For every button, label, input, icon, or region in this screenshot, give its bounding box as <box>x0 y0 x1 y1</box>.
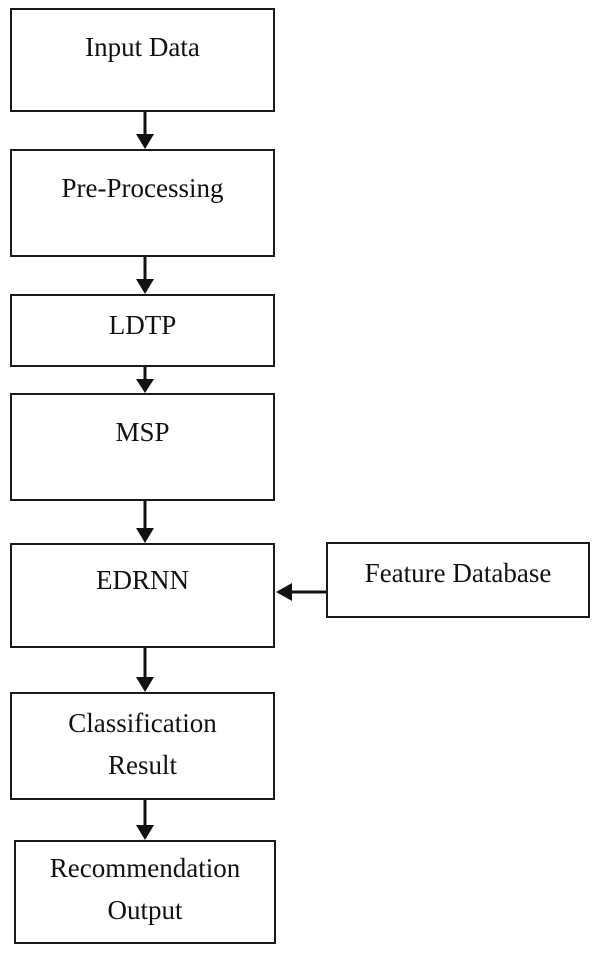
ldtp-label: LDTP <box>108 310 177 340</box>
feature-database-label: Feature Database <box>364 558 552 588</box>
classification-result-box: Classification Result <box>10 692 275 800</box>
msp-box: MSP <box>10 393 275 501</box>
arrowhead-ldtp <box>136 279 154 294</box>
pre-processing-label: Pre-Processing <box>61 173 224 203</box>
arrowhead-msp <box>136 379 154 393</box>
input-data-label: Input Data <box>85 32 200 62</box>
msp-label: MSP <box>115 417 170 447</box>
input-data-box: Input Data <box>10 8 275 112</box>
ldtp-box: LDTP <box>10 294 275 367</box>
arrowhead-recommendation <box>136 825 154 840</box>
edrnn-label: EDRNN <box>96 565 189 595</box>
recommendation-output-label-line-1: Recommendation <box>49 853 241 884</box>
pre-processing-box: Pre-Processing <box>10 149 275 257</box>
classification-result-label-line-1: Classification <box>68 708 217 739</box>
arrowhead-edrnn <box>136 528 154 543</box>
arrowhead-classification <box>136 677 154 692</box>
arrowhead-edrnn-side <box>276 583 292 601</box>
classification-result-label-line-2: Result <box>107 750 177 781</box>
edrnn-box: EDRNN <box>10 543 275 648</box>
recommendation-output-label-line-2: Output <box>107 894 183 925</box>
recommendation-output-box: Recommendation Output <box>14 840 276 944</box>
feature-database-box: Feature Database <box>326 542 590 618</box>
arrowhead-preprocessing <box>136 134 154 149</box>
